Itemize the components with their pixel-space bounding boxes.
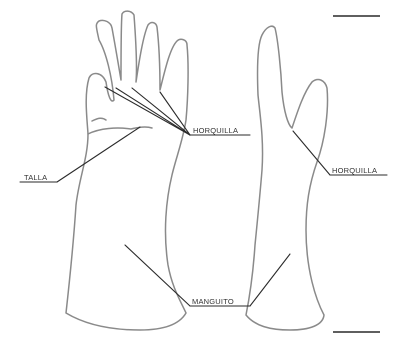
leader-horquilla-right [293,131,330,175]
leader-talla [57,127,140,182]
leader-horquilla-4 [160,92,190,135]
label-manguito: MANGUITO [192,297,234,306]
left-glove-thumb-crease [92,118,106,121]
right-glove-outline [246,26,328,330]
label-talla: TALLA [24,173,47,182]
leader-manguito-left [125,245,190,306]
left-glove-outline [66,11,188,330]
leader-manguito-right [250,254,290,306]
label-horquilla-right: HORQUILLA [332,166,377,175]
label-horquilla-left: HORQUILLA [193,126,238,135]
left-glove-thumb-base [88,127,152,134]
